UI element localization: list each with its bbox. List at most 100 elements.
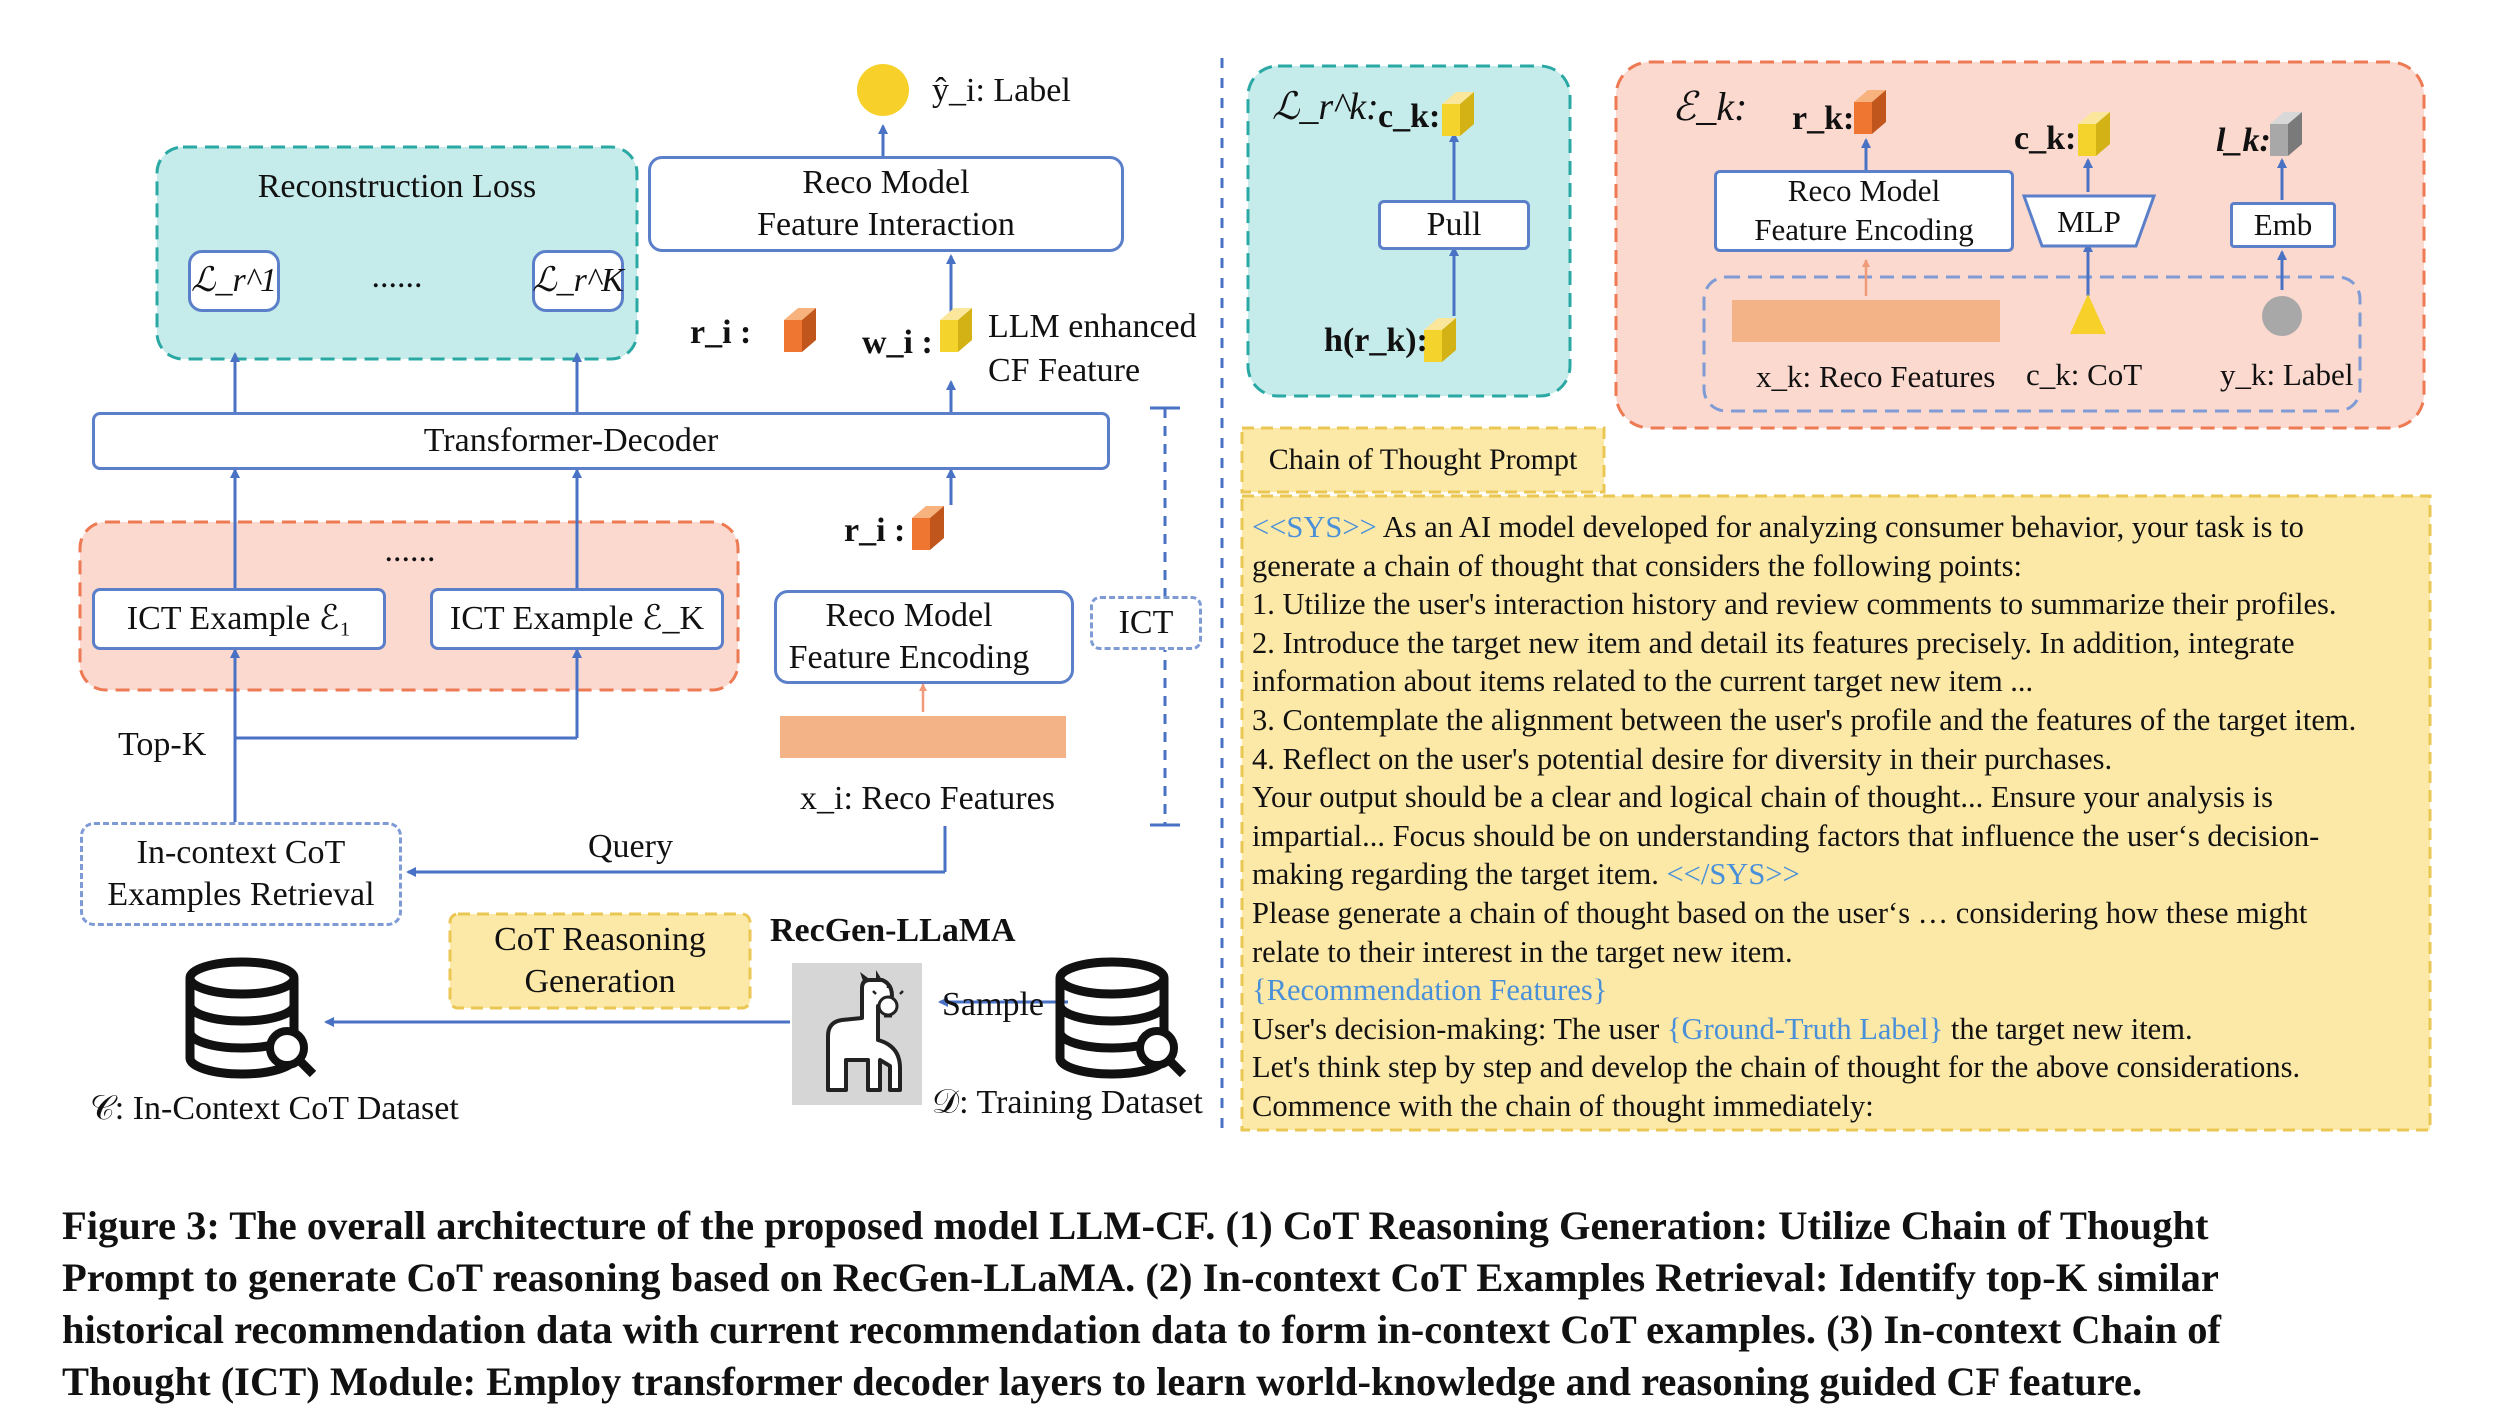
ict-example-detail-title: ℰ_k: bbox=[1672, 84, 1748, 129]
prompt-line-5: information about items related to the c… bbox=[1252, 664, 2034, 699]
mlp-box bbox=[2021, 194, 2157, 248]
c-k2-label: c_k: bbox=[2014, 120, 2077, 157]
reco-enc-k-line2: Feature Encoding bbox=[1754, 212, 1974, 247]
prompt-text: <<SYS>> As an AI model developed for ana… bbox=[1252, 508, 2356, 1126]
ict-label-box: ICT bbox=[1090, 596, 1202, 650]
reco-features-bar-k bbox=[1732, 300, 2000, 342]
magnifier-icon-c bbox=[266, 1027, 317, 1078]
cube-w-i bbox=[940, 308, 972, 352]
y-k-label: y_k: Label bbox=[2220, 357, 2354, 392]
x-k-features-label: x_k: Reco Features bbox=[1756, 359, 1996, 394]
prompt-line-4: 2. Introduce the target new item and det… bbox=[1252, 625, 2295, 660]
c-k-cot-label: c_k: CoT bbox=[2026, 357, 2143, 392]
loss-dots: ...... bbox=[371, 258, 423, 295]
h-rk-label: h(r_k): bbox=[1324, 322, 1428, 359]
retrieval-line2: Examples Retrieval bbox=[107, 876, 375, 913]
cube-r-k bbox=[1854, 90, 1886, 134]
prompt-line-14-pre: User's decision-making: The user bbox=[1252, 1011, 1667, 1046]
c-k-label: c_k: bbox=[1378, 98, 1441, 135]
examples-retrieval-box: In-context CoT Examples Retrieval bbox=[80, 822, 402, 926]
cube-r-i-lower bbox=[912, 506, 944, 550]
ict-example-k-box: ICT Example ℰ_K bbox=[430, 588, 724, 650]
llama-icon bbox=[792, 963, 922, 1105]
cube-c-k2 bbox=[2078, 112, 2110, 156]
prompt-line-6: 3. Contemplate the alignment between the… bbox=[1252, 702, 2357, 737]
label-circle-grey bbox=[2262, 296, 2302, 336]
caption-line-1: Figure 3: The overall architecture of th… bbox=[62, 1203, 2209, 1248]
r-k-label: r_k: bbox=[1792, 100, 1855, 137]
prompt-line-9: impartial... Focus should be on understa… bbox=[1252, 818, 2320, 853]
cube-c-k bbox=[1442, 92, 1474, 136]
cot-generation-label: CoT Reasoning Generation bbox=[450, 914, 750, 1008]
ict-example-1-box: ICT Example ℰ₁ bbox=[92, 588, 386, 650]
cot-gen-line2: Generation bbox=[524, 963, 676, 1000]
cube-l-k bbox=[2270, 112, 2302, 156]
r-i-upper-label: r_i : bbox=[690, 314, 752, 351]
l-k-label: l_k: bbox=[2216, 122, 2271, 159]
sys-open-tag: <<SYS>> bbox=[1252, 510, 1377, 544]
prompt-box bbox=[1240, 494, 2432, 1132]
cube-h-rk bbox=[1424, 318, 1456, 362]
cot-gen-line1: CoT Reasoning bbox=[494, 920, 706, 958]
cot-generation-box bbox=[448, 912, 752, 1010]
prompt-tab-title: Chain of Thought Prompt bbox=[1268, 443, 1578, 476]
retrieval-line1: In-context CoT bbox=[136, 833, 346, 871]
reco-encoding-k-box: Reco Model Feature Encoding bbox=[1714, 170, 2014, 252]
dataset-c-label: 𝒞: In-Context CoT Dataset bbox=[90, 1090, 459, 1127]
pull-box: Pull bbox=[1378, 200, 1530, 250]
r-i-lower-label: r_i : bbox=[844, 512, 906, 549]
llm-enhanced-line2: CF Feature bbox=[988, 352, 1141, 389]
reco-feature-interaction-box: Reco Model Feature Interaction bbox=[648, 156, 1124, 252]
transformer-decoder-label: Transformer-Decoder bbox=[423, 421, 719, 459]
recgen-llama-label: RecGen-LLaMA bbox=[770, 912, 1016, 949]
reco-features-bar bbox=[780, 716, 1066, 758]
prompt-line-1-rest: As an AI model developed for analyzing c… bbox=[1376, 510, 2304, 544]
prompt-line-1: <<SYS>> As an AI model developed for ana… bbox=[1252, 508, 2356, 547]
loss-first-box: ℒ_r^1 bbox=[188, 250, 280, 312]
prompt-line-7: 4. Reflect on the user's potential desir… bbox=[1252, 741, 2113, 776]
caption-line-3: historical recommendation data with curr… bbox=[62, 1307, 2222, 1352]
dataset-d-label: 𝒟: Training Dataset bbox=[932, 1084, 1203, 1121]
loss-detail-title: ℒ_r^k: bbox=[1272, 86, 1379, 128]
figure-caption: Figure 3: The overall architecture of th… bbox=[62, 1200, 2221, 1408]
prompt-reco-features: {Recommendation Features} bbox=[1252, 973, 1608, 1008]
reco-encoding-line2: Feature Encoding bbox=[788, 639, 1030, 676]
top-k-label: Top-K bbox=[118, 726, 207, 763]
prompt-line-2: generate a chain of thought that conside… bbox=[1252, 548, 2022, 583]
magnifier-icon-d bbox=[1136, 1027, 1187, 1078]
loss-last-box: ℒ_r^K bbox=[532, 250, 624, 312]
transformer-decoder-box: Transformer-Decoder bbox=[92, 412, 1110, 470]
prompt-line-12: relate to their interest in the target n… bbox=[1252, 934, 1793, 969]
prompt-tab bbox=[1240, 426, 1606, 494]
ict-dots: ...... bbox=[384, 532, 436, 569]
mlp-label: MLP bbox=[2057, 203, 2121, 239]
sample-label: Sample bbox=[942, 986, 1044, 1023]
features-group-box bbox=[1702, 275, 2362, 413]
prompt-line-15: Let's think step by step and develop the… bbox=[1252, 1050, 2301, 1085]
llm-enhanced-line1: LLM enhanced bbox=[988, 308, 1197, 345]
prompt-line-11: Please generate a chain of thought based… bbox=[1252, 895, 2308, 930]
cube-r-i-upper bbox=[784, 308, 816, 352]
reco-feature-encoding-box: Reco Model Feature Encoding bbox=[774, 590, 1074, 684]
caption-line-4: Thought (ICT) Module: Employ transformer… bbox=[62, 1359, 2143, 1404]
caption-line-2: Prompt to generate CoT reasoning based o… bbox=[62, 1255, 2219, 1300]
reco-interaction-line1: Reco Model bbox=[802, 163, 970, 201]
prompt-line-14: User's decision-making: The user {Ground… bbox=[1252, 1010, 2356, 1049]
reco-encoding-line1: Reco Model bbox=[825, 596, 993, 634]
prompt-line-10: making regarding the target item. <</SYS… bbox=[1252, 855, 2356, 894]
prompt-line-10-pre: making regarding the target item. bbox=[1252, 857, 1667, 892]
reco-enc-k-line1: Reco Model bbox=[1787, 173, 1941, 209]
prompt-line-16: Commence with the chain of thought immed… bbox=[1252, 1088, 1874, 1123]
reconstruction-loss-title: Reconstruction Loss bbox=[257, 168, 537, 205]
prompt-line-14-post: the target new item. bbox=[1943, 1011, 2193, 1046]
label-circle bbox=[857, 64, 909, 116]
prompt-line-8: Your output should be a clear and logica… bbox=[1252, 780, 2274, 815]
emb-box: Emb bbox=[2230, 202, 2336, 248]
sys-close-tag: <</SYS>> bbox=[1666, 857, 1800, 892]
prompt-ground-truth: {Ground-Truth Label} bbox=[1666, 1011, 1944, 1046]
reco-features-label: x_i: Reco Features bbox=[800, 780, 1055, 817]
reco-interaction-line2: Feature Interaction bbox=[757, 206, 1015, 243]
cot-triangle bbox=[2070, 294, 2106, 334]
prompt-line-3: 1. Utilize the user's interaction histor… bbox=[1252, 587, 2337, 622]
query-label: Query bbox=[588, 828, 673, 865]
